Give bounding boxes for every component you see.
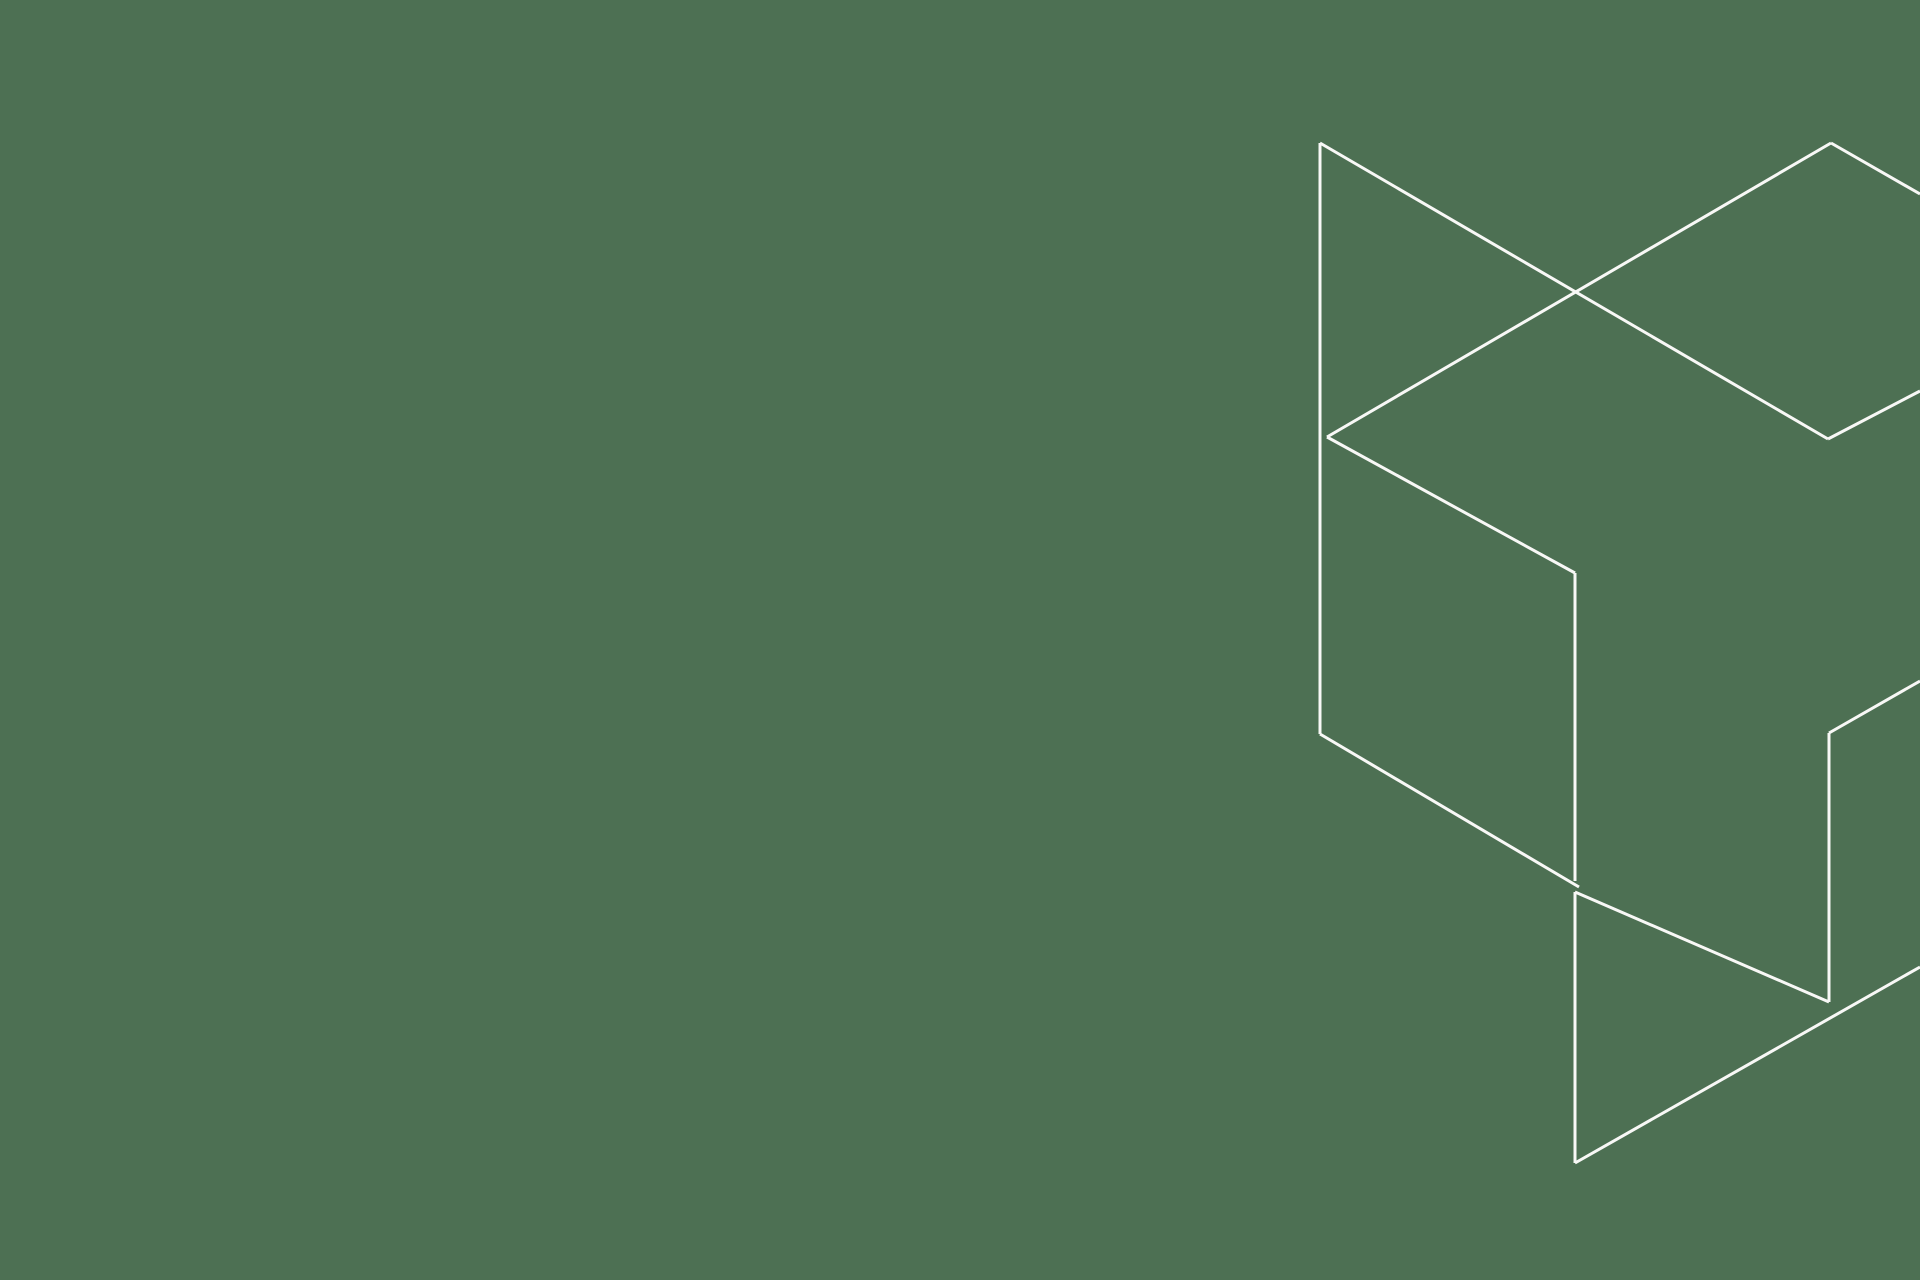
apex-to-diamond-bottom-diagonal (1319, 141, 1829, 441)
mid-face-top-diagonal (1326, 435, 1576, 575)
right-face-top-diagonal (1828, 679, 1920, 735)
bottom-triangle-top-diagonal (1574, 890, 1830, 1004)
line-art-segments (1318, 141, 1920, 1165)
diamond-bottom-right-edge (1827, 389, 1920, 441)
bottom-hypotenuse-diagonal (1574, 965, 1920, 1165)
diamond-top-right-edge (1830, 141, 1920, 196)
midleft-to-diamond-top-diagonal (1326, 141, 1832, 439)
mid-face-bottom-diagonal (1319, 732, 1580, 889)
